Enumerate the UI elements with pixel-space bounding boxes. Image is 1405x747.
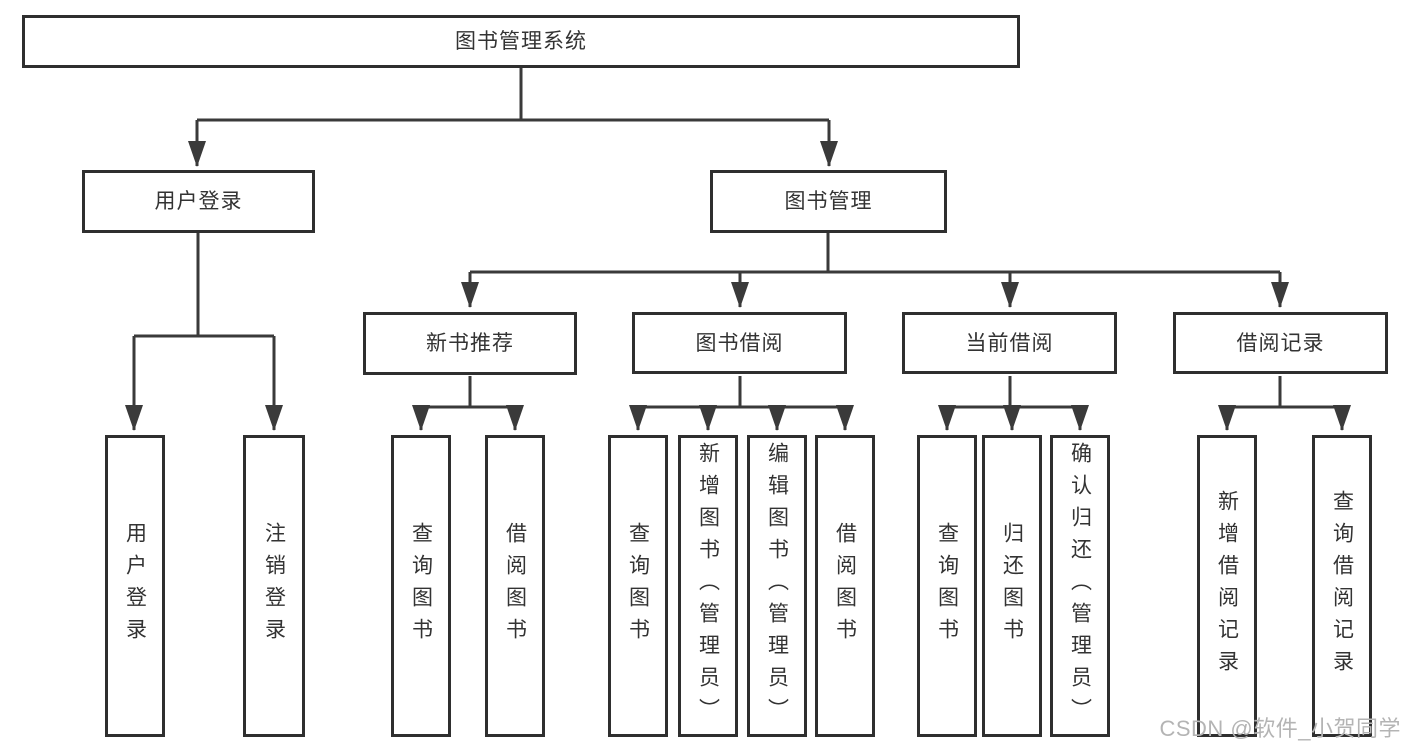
node-book-management: 图书管理 [710,170,947,233]
node-book-borrowing: 图书借阅 [632,312,847,374]
leaf-borrowing-borrow-books: 借阅图书 [815,435,875,737]
node-user-login: 用户登录 [82,170,315,233]
node-label: 新书推荐 [426,332,514,355]
leaf-label: 查询图书 [935,522,959,650]
leaf-label: 确认归还（管理员） [1068,442,1092,730]
node-label: 图书管理 [784,190,873,213]
leaf-current-return-books: 归还图书 [982,435,1042,737]
leaf-label: 编辑图书（管理员） [765,442,789,730]
leaf-label: 查询图书 [626,522,650,650]
leaf-recommend-borrow-books: 借阅图书 [485,435,545,737]
node-label: 用户登录 [154,190,243,213]
node-new-book-recommend: 新书推荐 [363,312,577,375]
leaf-label: 用户登录 [123,522,147,650]
leaf-label: 注销登录 [262,522,286,650]
node-label: 当前借阅 [965,331,1054,355]
leaf-borrowing-edit-books-admin: 编辑图书（管理员） [747,435,807,737]
leaf-records-query-borrow-record: 查询借阅记录 [1312,435,1372,737]
leaf-current-confirm-return-admin: 确认归还（管理员） [1050,435,1110,737]
leaf-label: 归还图书 [1000,522,1024,650]
node-borrow-records: 借阅记录 [1173,312,1388,374]
node-label: 借阅记录 [1236,331,1325,355]
leaf-borrowing-add-books-admin: 新增图书（管理员） [678,435,738,737]
leaf-user-login: 用户登录 [105,435,165,737]
csdn-watermark: CSDN @软件_小贺同学 [1159,716,1401,741]
leaf-records-add-borrow-record: 新增借阅记录 [1197,435,1257,737]
leaf-label: 查询借阅记录 [1330,490,1354,682]
leaf-label: 新增借阅记录 [1215,490,1239,682]
leaf-current-query-books: 查询图书 [917,435,977,737]
leaf-recommend-query-books: 查询图书 [391,435,451,737]
leaf-label: 借阅图书 [833,522,857,650]
node-label: 图书借阅 [695,331,784,355]
node-label: 图书管理系统 [455,30,587,53]
leaf-label: 借阅图书 [503,522,527,650]
leaf-borrowing-query-books: 查询图书 [608,435,668,737]
leaf-label: 新增图书（管理员） [696,442,720,730]
node-library-system: 图书管理系统 [22,15,1020,68]
node-current-borrowing: 当前借阅 [902,312,1117,374]
leaf-logout: 注销登录 [243,435,305,737]
leaf-label: 查询图书 [409,522,433,650]
